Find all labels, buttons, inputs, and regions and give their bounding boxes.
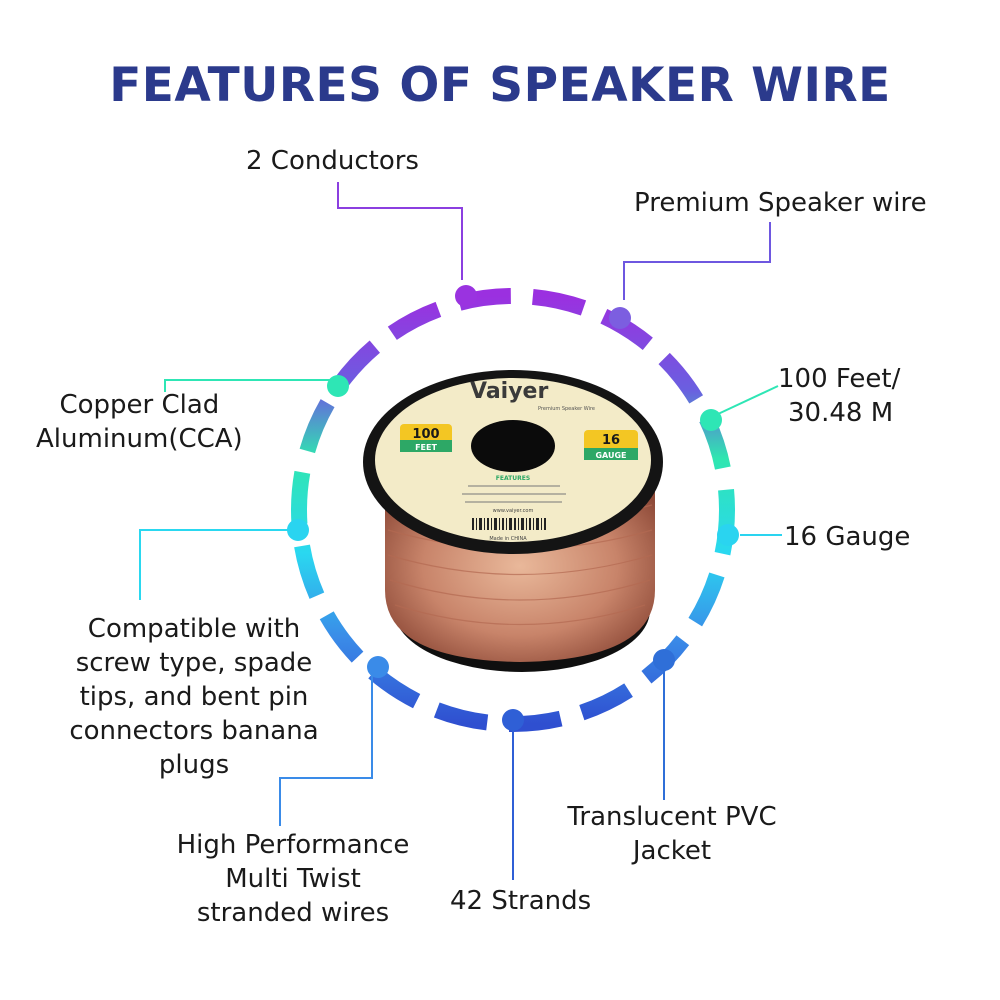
connector-premium (623, 222, 771, 300)
label-length: 100 Feet/ 30.48 M (778, 364, 901, 428)
connector-compatible (139, 529, 296, 600)
connector-length (717, 385, 779, 415)
dot-strands (502, 709, 524, 731)
dot-premium (609, 307, 631, 329)
spool-brand: Vaiyer (470, 379, 548, 404)
spool-tagline: Premium Speaker Wire (538, 406, 595, 412)
page-title: FEATURES OF SPEAKER WIRE (109, 58, 891, 113)
label-gauge: 16 Gauge (784, 522, 911, 552)
dot-length (700, 409, 722, 431)
ring-dots (287, 285, 739, 731)
spool-made-in: Made in CHINA (489, 536, 527, 542)
dot-jacket (653, 649, 675, 671)
speaker-wire-spool: Vaiyer Premium Speaker Wire 100 FEET 16 … (363, 370, 663, 672)
feet-badge-value: 100 (412, 427, 439, 442)
spool-features-heading: FEATURES (496, 475, 530, 482)
connector-performance (279, 672, 373, 826)
connector-conductors (337, 182, 463, 280)
dot-compatible (287, 519, 309, 541)
connector-cca (164, 379, 330, 392)
feet-badge-unit: FEET (415, 443, 437, 452)
label-cca: Copper Clad Aluminum(CCA) (36, 390, 243, 454)
label-compatible: Compatible with screw type, spade tips, … (69, 614, 319, 780)
gauge-badge-unit: GAUGE (595, 451, 626, 460)
dot-gauge (717, 524, 739, 546)
dot-performance (367, 656, 389, 678)
label-conductors: 2 Conductors (246, 146, 419, 176)
gauge-badge-value: 16 (602, 433, 620, 448)
label-jacket: Translucent PVC Jacket (567, 802, 777, 866)
dot-conductors (455, 285, 477, 307)
label-performance: High Performance Multi Twist stranded wi… (176, 830, 410, 928)
dot-cca (327, 375, 349, 397)
spool-website: www.vaiyer.com (493, 508, 534, 514)
label-premium-speaker-wire: Premium Speaker wire (634, 188, 927, 218)
label-strands: 42 Strands (450, 886, 592, 916)
